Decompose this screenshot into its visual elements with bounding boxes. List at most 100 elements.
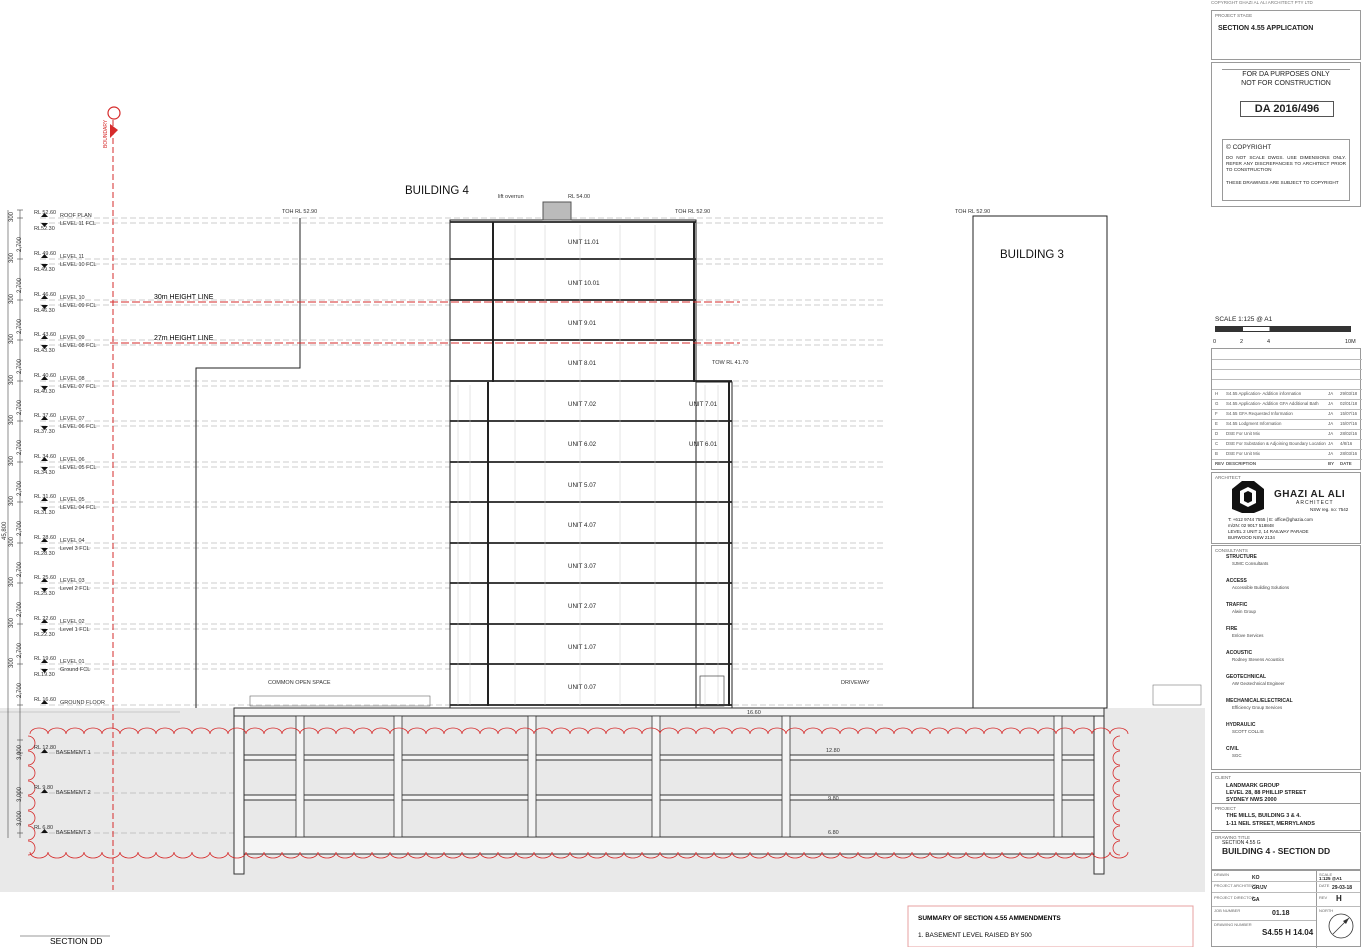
- project-stage-label: PROJECT STAGE: [1215, 13, 1253, 18]
- unit-label: UNIT 4.07: [568, 522, 597, 529]
- rev-id: B: [1215, 451, 1218, 456]
- unit-label: UNIT 11.01: [568, 239, 600, 246]
- rev-id: G: [1215, 401, 1219, 406]
- drawn-label: DRAWN: [1214, 872, 1229, 877]
- consultant-name: SGC: [1232, 753, 1242, 758]
- basement-structure: [233, 707, 1105, 875]
- dim-300: 300: [9, 414, 15, 425]
- level-rl: RL 43.60: [34, 332, 56, 338]
- building-3-title: BUILDING 3: [1000, 249, 1064, 261]
- unit-label: UNIT 5.07: [568, 482, 597, 489]
- ground-above-left: [0, 711, 180, 713]
- level-marker: [41, 295, 48, 299]
- dim-300: 300: [9, 252, 15, 263]
- basement-marker: [41, 749, 48, 753]
- consultant-name: Alwin Group: [1232, 609, 1256, 614]
- level-marker: [41, 254, 48, 258]
- dim-300: 300: [9, 617, 15, 628]
- project-label: PROJECT: [1215, 806, 1237, 811]
- basement-rl-2: 9.80: [828, 796, 839, 802]
- dim-2700: 2,700: [17, 358, 23, 374]
- column: [527, 715, 537, 838]
- level-name: GROUND FLOOR: [60, 700, 105, 706]
- level-marker: [41, 619, 48, 623]
- basement-rl: RL 9.80: [34, 785, 53, 791]
- rev-by: JA: [1328, 391, 1334, 396]
- rev-desc: DSE For Unit Mix: [1226, 451, 1260, 456]
- client-box: CLIENT LANDMARK GROUP LEVEL 28, 88 PHILL…: [1211, 772, 1361, 804]
- scale-tick-4: 4: [1267, 339, 1271, 345]
- consultant-category: CIVIL: [1226, 746, 1239, 752]
- level-rl: RL 22.60: [34, 616, 56, 622]
- project-director-label: PROJECT DIRECTOR: [1214, 895, 1255, 900]
- scale-tick-2: 2: [1240, 339, 1244, 345]
- rev-header-cell: BY: [1328, 461, 1335, 466]
- level-rl2: RL22.30: [34, 632, 55, 638]
- client-line-1: LANDMARK GROUP: [1226, 783, 1280, 789]
- toh-label-1: TOH RL 52.90: [282, 209, 317, 215]
- level-fcl: LEVEL 06 FCL: [60, 424, 96, 430]
- consultant-category: STRUCTURE: [1226, 554, 1257, 560]
- consultant-category: HYDRAULIC: [1226, 722, 1256, 728]
- consultant-category: FIRE: [1226, 626, 1238, 632]
- level-name: LEVEL 04: [60, 538, 85, 544]
- level-name: LEVEL 09: [60, 335, 85, 341]
- level-rl2: RL52.30: [34, 226, 55, 232]
- rev-value: H: [1336, 894, 1342, 903]
- basement-marker: [41, 829, 48, 833]
- unit-label: UNIT 10.01: [568, 280, 600, 287]
- dim-2700: 2,700: [17, 480, 23, 496]
- nsw-reg: NSW reg. no: 7542: [1310, 507, 1349, 512]
- fcl-marker: [41, 548, 48, 552]
- rev-date: 15/07/16: [1340, 411, 1358, 416]
- dim-300: 300: [9, 536, 15, 547]
- level-lines: [40, 217, 885, 834]
- dim-3000: 3,000: [17, 786, 23, 802]
- door-ground: [699, 675, 725, 707]
- level-fcl: LEVEL 11 FCL: [60, 221, 96, 227]
- unit-label: UNIT 6.02: [568, 441, 597, 448]
- architect-name: GHAZI AL ALI: [1274, 489, 1346, 500]
- section-title: SECTION DD: [50, 936, 102, 946]
- level-fcl: Level 2 FCL: [60, 586, 90, 592]
- summary-box: [907, 905, 1194, 947]
- basement-rl-3: 6.80: [828, 830, 839, 836]
- level-rl2: RL25.30: [34, 591, 55, 597]
- level-rl: RL 25.60: [34, 575, 56, 581]
- level-marker: [41, 497, 48, 501]
- rev-date: 4/8/16: [1340, 441, 1353, 446]
- architect-logo-icon: [1232, 481, 1264, 513]
- dim-2700: 2,700: [17, 642, 23, 658]
- drawing-number: S4.55 H 14.04: [1262, 928, 1314, 937]
- section-drawing: 3002,7003002,7003002,7003002,7003002,700…: [0, 106, 1205, 947]
- dim-300: 300: [9, 455, 15, 466]
- level-marker: [41, 213, 48, 217]
- consultant-category: TRAFFIC: [1226, 602, 1248, 608]
- rev-date: 02/01/18: [1340, 401, 1358, 406]
- dim-300: 300: [9, 576, 15, 587]
- column: [651, 715, 661, 838]
- fcl-marker: [41, 507, 48, 511]
- rev-id: E: [1215, 421, 1218, 426]
- project-box: PROJECT THE MILLS, BUILDING 3 & 4. 1-11 …: [1211, 803, 1361, 831]
- rev-by: JA: [1328, 431, 1334, 436]
- dimension-ticks: [17, 209, 23, 834]
- rev-header-cell: DATE: [1340, 461, 1352, 466]
- height-line-27m-label: 27m HEIGHT LINE: [154, 335, 214, 342]
- project-architect-value: GR/JV: [1252, 885, 1268, 891]
- consultant-category: MECHANICAL/ELECTRICAL: [1226, 698, 1293, 704]
- cloud-path: [27, 727, 1129, 859]
- level-marker: [41, 376, 48, 380]
- level-name: LEVEL 02: [60, 619, 85, 625]
- drawn-value: KO: [1252, 875, 1260, 881]
- level-marker: [41, 700, 48, 704]
- project-stage: SECTION 4.55 APPLICATION: [1218, 25, 1314, 32]
- fcl-marker: [41, 386, 48, 390]
- north-arrow-icon: [1328, 913, 1354, 939]
- level-rl2: RL46.30: [34, 308, 55, 314]
- level-fcl: Level 3 FCL: [60, 546, 90, 552]
